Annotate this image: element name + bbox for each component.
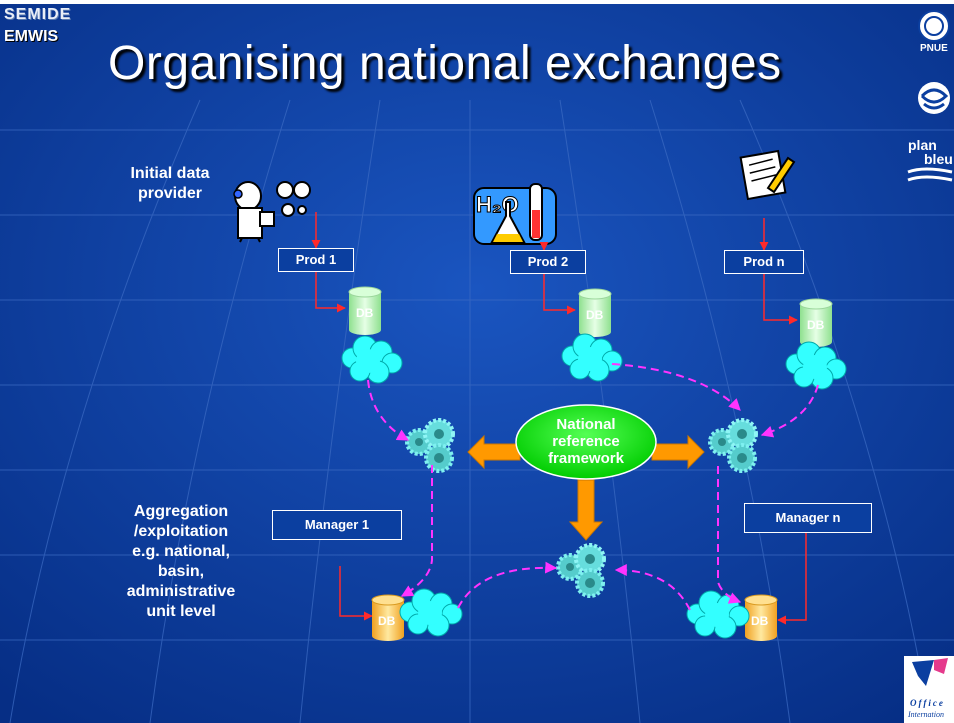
aggregation-line6: unit level (146, 603, 216, 620)
aggregation-line1: Aggregation (133, 503, 229, 520)
top-border (0, 0, 954, 4)
plan-bleu-logo: plan bleu (907, 137, 953, 182)
orange-arrow-right (651, 434, 705, 470)
network-cloud-prod1 (341, 335, 403, 384)
db-label-manager1: DB (378, 614, 396, 628)
network-cloud-manager1 (399, 588, 463, 637)
semide-emwis-logo: SEMIDE EMWIS (4, 4, 71, 48)
db-label-prod1: DB (356, 306, 374, 320)
slide-title: Organising national exchanges (108, 37, 782, 90)
aggregation-line2: /exploitation (133, 523, 229, 540)
prod-n-box: Prod n (724, 250, 804, 274)
gear-cluster-left (405, 418, 455, 473)
gear-cluster-center (556, 543, 606, 598)
national-reference-ellipse (515, 404, 657, 480)
svg-text:H₂O: H₂O (476, 192, 519, 217)
map-logo (918, 82, 950, 114)
unep-logo-text: PNUE (920, 43, 948, 54)
db-cylinder-managern (744, 594, 778, 641)
initial-data-provider-line1: Initial data (130, 165, 210, 182)
unep-logo: PNUE (918, 10, 950, 54)
db-label-prod2: DB (586, 308, 604, 322)
aggregation-line5: administrative (126, 583, 236, 600)
national-reference-line1: National (556, 416, 616, 433)
initial-data-provider-label: Initial data provider (100, 164, 240, 204)
logo-line-emwis: EMWIS (4, 28, 59, 45)
aggregation-line4: basin, (157, 563, 205, 580)
orange-arrow-left (467, 434, 521, 470)
prod-1-box: Prod 1 (278, 248, 354, 272)
national-reference-line3: framework (548, 450, 624, 467)
aggregation-label: Aggregation /exploitation e.g. national,… (96, 502, 266, 622)
red-arrows-bottom (339, 530, 807, 625)
plan-bleu-logo-line2: bleu (924, 151, 953, 167)
initial-data-provider-line2: provider (137, 185, 202, 202)
office-logo-line1: Office (910, 698, 945, 708)
national-reference-text: National reference framework (526, 416, 646, 467)
orange-arrow-down (568, 479, 604, 541)
network-cloud-prodn (785, 341, 847, 390)
notepad-pencil-icon (739, 149, 796, 201)
chemistry-flask-icon: H₂O (473, 183, 557, 245)
manager-1-box: Manager 1 (272, 510, 402, 540)
db-label-prodn: DB (807, 318, 825, 332)
db-cylinder-prod1 (348, 286, 382, 335)
logo-line-semide: SEMIDE (4, 6, 72, 23)
db-cylinder-prod2 (578, 288, 612, 337)
scientist-icon (233, 181, 311, 243)
manager-n-box: Manager n (744, 503, 872, 533)
gear-cluster-right (708, 418, 758, 473)
plan-bleu-logo-line1: plan (908, 137, 937, 153)
national-reference-line2: reference (552, 433, 620, 450)
db-label-managern: DB (751, 614, 769, 628)
network-cloud-prod2 (561, 333, 623, 382)
db-cylinder-manager1 (371, 594, 405, 641)
aggregation-line3: e.g. national, (132, 543, 230, 560)
office-logo-line2: Internation (907, 710, 944, 719)
db-cylinder-prodn (799, 298, 833, 347)
magenta-dashed-flows (367, 363, 819, 611)
office-international-logo: Office Internation (904, 656, 954, 723)
red-arrows-top (311, 212, 798, 325)
prod-2-box: Prod 2 (510, 250, 586, 274)
